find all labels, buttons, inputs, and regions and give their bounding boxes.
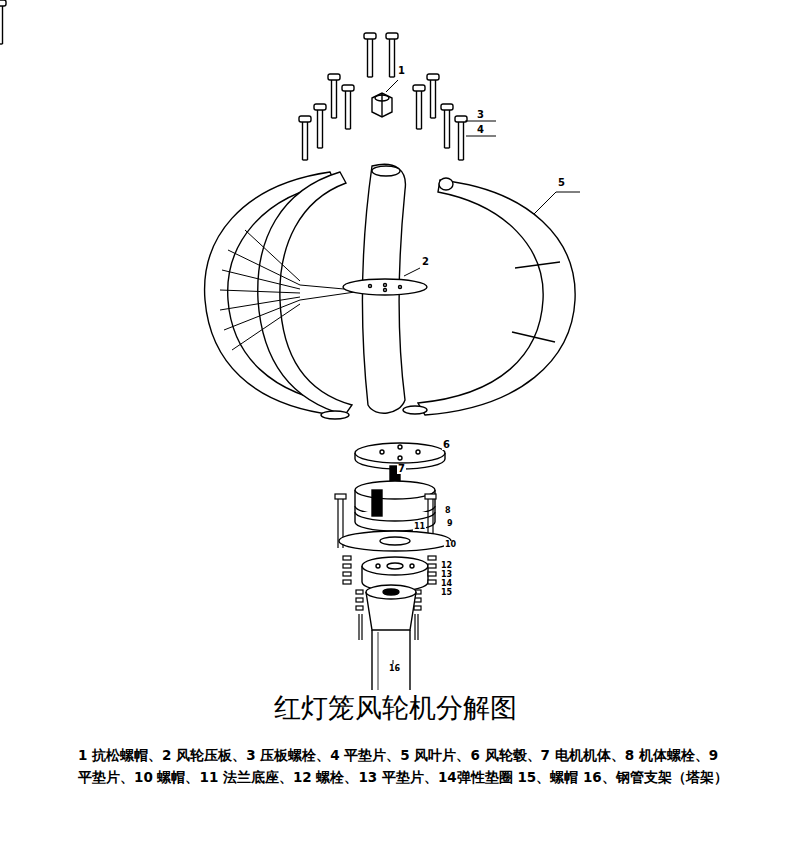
callout-number: 8 (444, 507, 452, 515)
callout-number: 10 (444, 541, 457, 549)
small-hardware (343, 556, 436, 640)
parts-caption: 1 抗松螺帽、2 风轮压板、3 压板螺栓、4 平垫片、5 风叶片、6 风轮毂、7… (78, 744, 728, 788)
callout-number: 5 (557, 178, 566, 188)
motor-body (355, 466, 435, 531)
lock-nut (372, 93, 392, 117)
callout-number: 7 (397, 464, 406, 474)
diagram-title: 红灯笼风轮机分解图 (0, 692, 790, 724)
callout-number: 12 (440, 562, 453, 570)
callout-number: 9 (446, 520, 454, 528)
callout-number: 15 (440, 589, 453, 597)
wind-blades (205, 164, 576, 419)
callout-number: 14 (440, 580, 453, 588)
callout-number: 13 (440, 571, 453, 579)
callout-number: 16 (388, 665, 401, 673)
callout-number: 6 (442, 440, 451, 450)
callout-number: 1 (397, 66, 406, 76)
callout-number: 11 (413, 523, 426, 531)
gasket (339, 531, 451, 551)
top-bolts (0, 0, 467, 160)
tower-tube (366, 585, 416, 690)
callout-number: 4 (476, 125, 485, 135)
callout-number: 3 (476, 110, 485, 120)
callout-number: 2 (421, 257, 430, 267)
